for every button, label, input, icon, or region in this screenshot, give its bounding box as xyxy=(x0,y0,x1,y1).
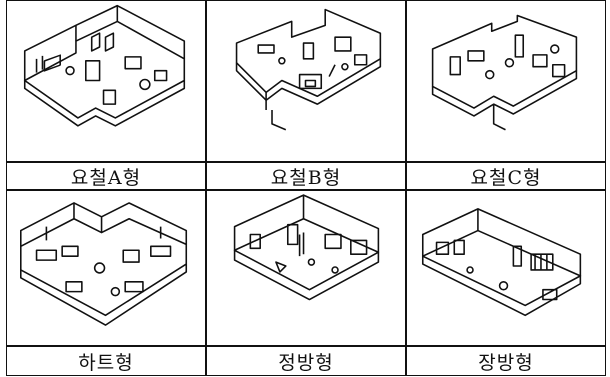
stepped-room-icon xyxy=(235,8,382,131)
l-shaped-room-icon xyxy=(23,4,186,127)
plan-cell-rectangle xyxy=(406,190,606,346)
notched-room-icon xyxy=(431,14,578,131)
plan-label-rectangle: 장방형 xyxy=(406,346,606,376)
square-room-icon xyxy=(233,194,380,301)
plan-label-square: 정방형 xyxy=(206,346,406,376)
plan-label-yocheol-c: 요철C형 xyxy=(406,162,606,190)
plan-cell-yocheol-c xyxy=(406,0,606,162)
plan-cell-heart xyxy=(6,190,206,346)
plan-label-yocheol-a: 요철A형 xyxy=(6,162,206,190)
rectangular-room-icon xyxy=(421,208,582,317)
room-layout-table: 요철A형 요철B형 요철C형 xyxy=(6,0,606,376)
heart-shaped-room-icon xyxy=(20,202,188,326)
plan-label-heart: 하트형 xyxy=(6,346,206,376)
plan-label-yocheol-b: 요철B형 xyxy=(206,162,406,190)
plan-cell-yocheol-b xyxy=(206,0,406,162)
plan-cell-yocheol-a xyxy=(6,0,206,162)
plan-cell-square xyxy=(206,190,406,346)
